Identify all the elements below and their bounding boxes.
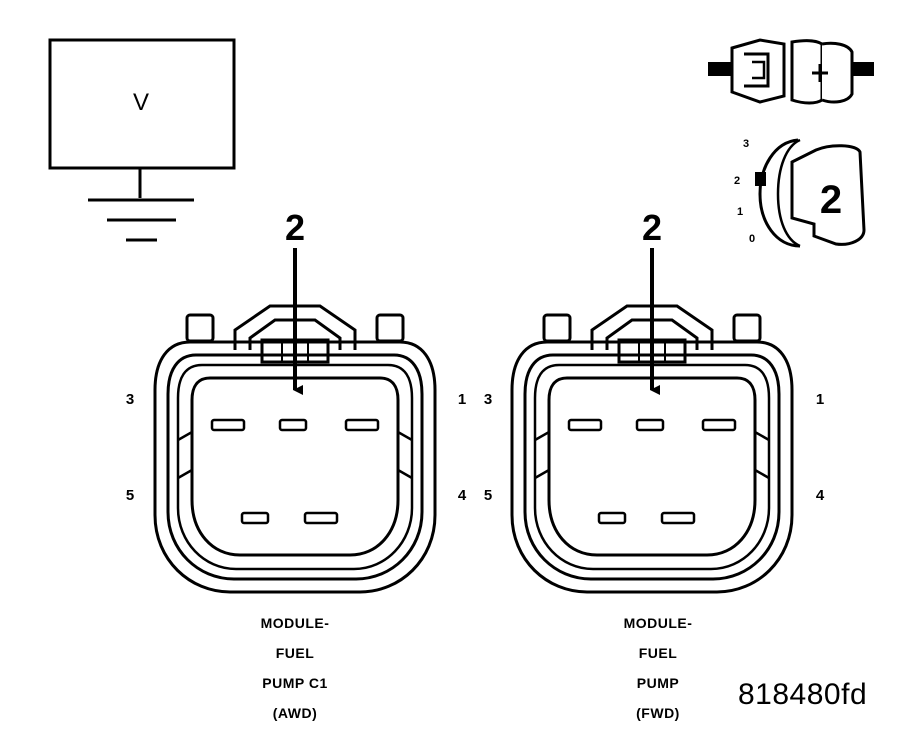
voltmeter-icon [48,38,236,242]
caption-line: PUMP C1 [262,675,328,691]
switch-scale-3: 3 [743,138,749,150]
caption-line: MODULE- [260,615,330,631]
probe-label-fwd: 2 [642,207,662,248]
switch-scale-0: 0 [749,233,755,245]
caption-line: PUMP [636,675,680,691]
ignition-switch-icon [755,138,866,248]
pin-label-awd-4: 4 [458,487,467,504]
pin-label-fwd-1: 1 [816,391,824,408]
voltmeter-symbol: V [133,89,149,116]
pin-label-fwd-4: 4 [816,487,825,504]
connector-awd [153,248,437,594]
caption-line: (AWD) [272,705,318,721]
pin-label-awd-1: 1 [458,391,466,408]
probe-label-awd: 2 [285,207,305,248]
switch-scale-2: 2 [734,175,740,187]
pin-label-fwd-5: 5 [484,487,492,504]
pin-label-awd-3: 3 [126,391,134,408]
caption-line: FUEL [638,645,678,661]
pin-label-awd-5: 5 [126,487,134,504]
caption-awd: MODULE- FUEL PUMP C1 (AWD) [235,608,355,728]
caption-line: (FWD) [636,705,680,721]
disconnect-connector-icon [708,38,874,105]
caption-fwd: MODULE- FUEL PUMP (FWD) [598,608,718,728]
caption-line: FUEL [275,645,315,661]
pin-label-fwd-3: 3 [484,391,492,408]
switch-scale-1: 1 [737,206,743,218]
caption-line: MODULE- [623,615,693,631]
reference-id: 818480fd [738,678,868,711]
connector-fwd [510,248,794,594]
switch-position-label: 2 [820,178,842,222]
